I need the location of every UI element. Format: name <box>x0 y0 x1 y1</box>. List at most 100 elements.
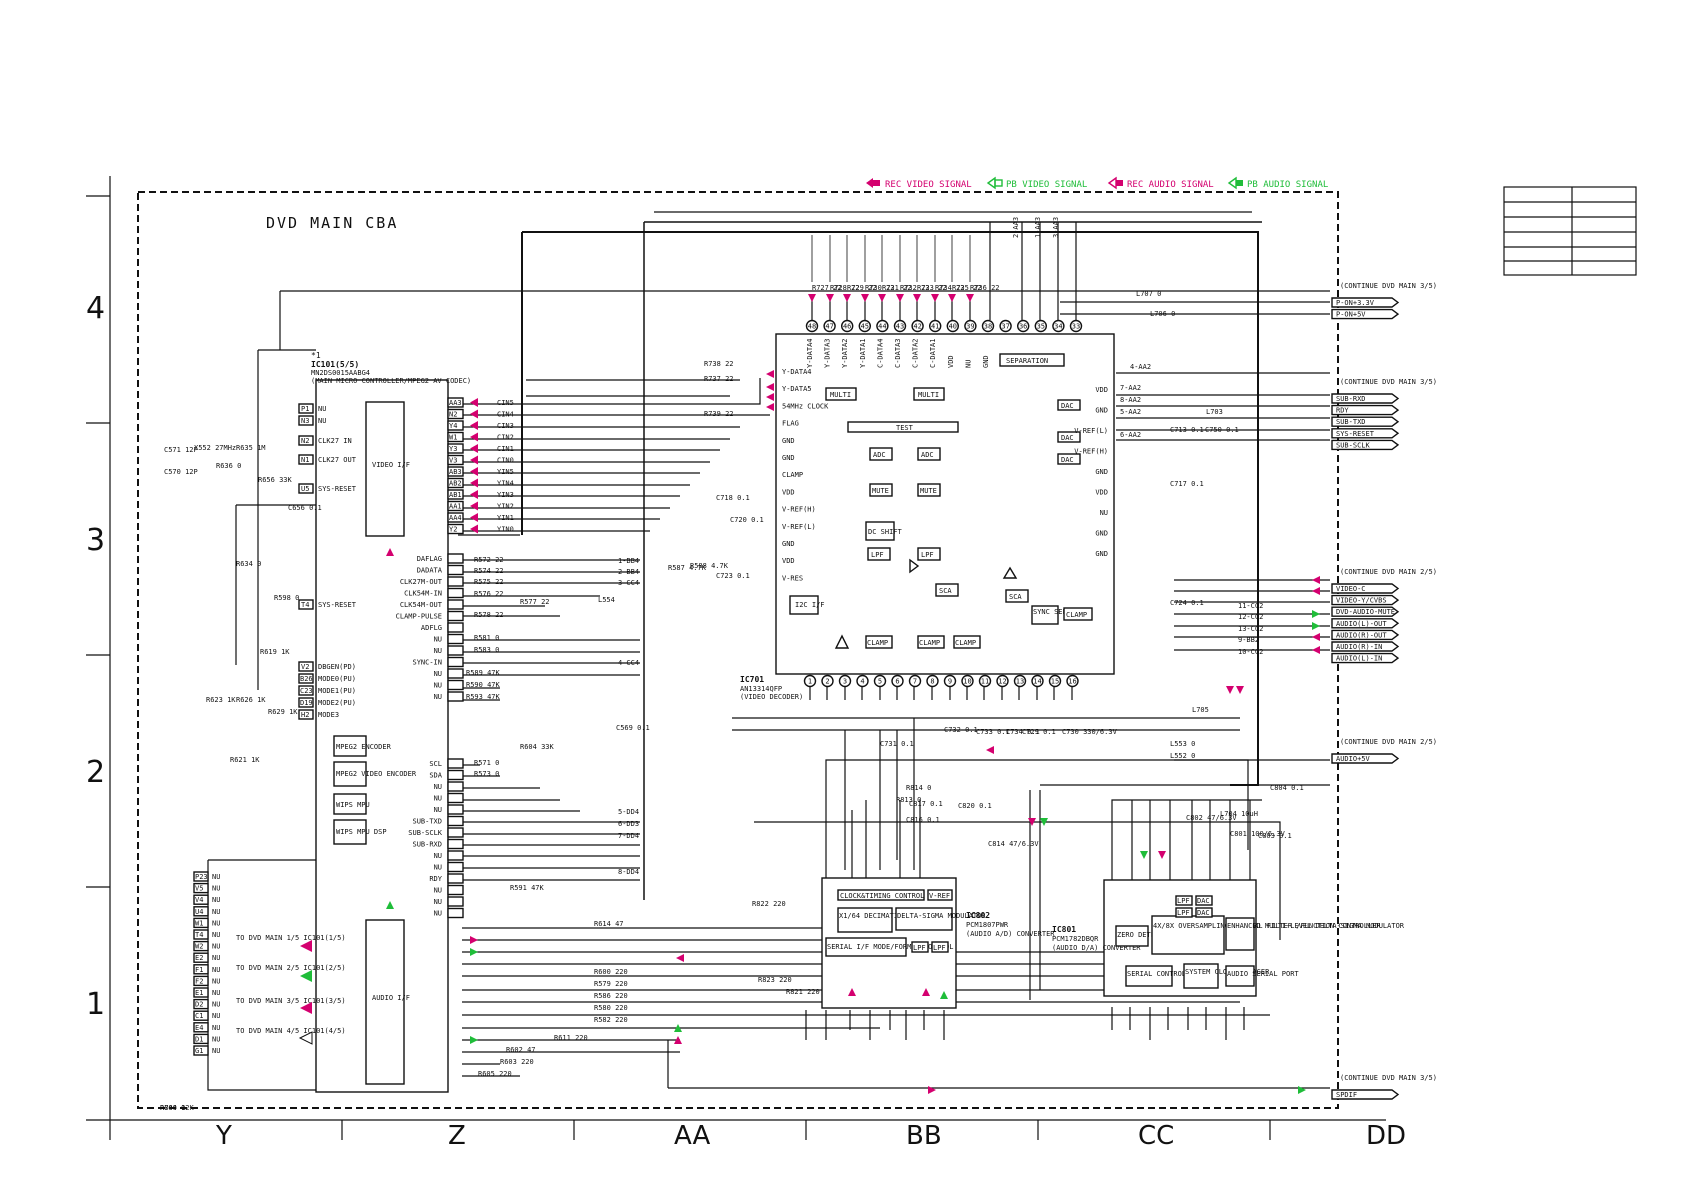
pin-d19-name: MODE2(PU) <box>318 699 356 707</box>
component-r605-220: R605 220 <box>478 1070 512 1078</box>
component-r823-220: R823 220 <box>758 976 792 984</box>
legend-rec-video: REC VIDEO SIGNAL <box>866 178 972 190</box>
nu-pin-label: NU <box>212 977 220 985</box>
ic701-bottom-pin <box>803 674 817 688</box>
right-pin-ab2: AB2 <box>449 480 462 488</box>
ic101-ref: IC101(5/5) <box>311 360 359 369</box>
component-l552-0: L552 0 <box>1170 752 1195 760</box>
sync-sepa-label: SYNC SEPA <box>1033 608 1072 616</box>
ic701-desc: (VIDEO DECODER) <box>740 693 803 701</box>
ctrl-signal-sync-in: SYNC-IN <box>412 659 442 667</box>
ic701-top-pin-36: 36 <box>1019 323 1027 331</box>
ctrl-pin-box <box>447 599 464 610</box>
ic101-part: MN2DS0015AABG4 <box>311 369 370 377</box>
nu-pin-label: NU <box>212 989 220 997</box>
component-r603-220: R603 220 <box>500 1058 534 1066</box>
component-r626-1k: R626 1K <box>236 696 266 704</box>
net-tag-5-aa2: 5-AA2 <box>1120 408 1141 416</box>
nu-pin-label: NU <box>212 885 220 893</box>
bus-pin-box <box>447 884 464 896</box>
connector-box <box>1331 641 1400 652</box>
ctrl-signal-nu: NU <box>434 647 442 655</box>
right-pin-name-yin4: YIN4 <box>497 480 514 488</box>
rec-video-arrow <box>470 490 478 499</box>
bus-signal-nu: NU <box>434 910 442 918</box>
net-tag-11-cc2: 11-CC2 <box>1238 602 1263 610</box>
ic701-left-54mhz-clock: 54MHz CLOCK <box>782 402 829 410</box>
mute-block-2 <box>917 483 941 497</box>
signal-arrow <box>1140 851 1148 859</box>
nu-pin-f1: F1 <box>195 966 203 974</box>
component-c730-330-6-3v: C730 330/6.3V <box>1062 728 1118 736</box>
nu-pin-box <box>193 917 209 929</box>
connector-box <box>1331 629 1400 641</box>
connector-sub-rxd: SUB-RXD <box>1336 395 1366 403</box>
component-r587-4-7k: R587 4.7K <box>668 564 707 572</box>
legend-pb-video: PB VIDEO SIGNAL <box>986 176 1087 190</box>
component-c724-0-1: C724 0.1 <box>1170 599 1204 607</box>
connector-group-0: (CONTINUE DVD MAIN 3/5) <box>1340 282 1437 290</box>
ic701-top-gnd: GND <box>982 355 990 368</box>
ic701-bottom-pin-10: 10 <box>963 678 971 686</box>
ctrl-pin-box <box>447 679 464 691</box>
grid-col-aa: AA <box>674 1121 711 1151</box>
net-tag-2-aa3: 2-AA3 <box>1012 217 1020 238</box>
signal-arrow <box>1158 851 1166 859</box>
lpf-label-2: LPF <box>921 551 934 559</box>
component-r611-220: R611 220 <box>554 1034 588 1042</box>
pin-c23-name: MODE1(PU) <box>318 687 356 695</box>
sync-sepa-block <box>1031 605 1059 625</box>
connector-video-c: VIDEO-C <box>1336 585 1366 593</box>
nu-pin-v5: V5 <box>195 885 203 893</box>
ic802: IC802 PCM1807PWR (AUDIO A/D) CONVERTER C… <box>821 877 1055 1009</box>
pin-n1: N1 <box>301 456 309 464</box>
adc-block-2 <box>917 447 941 461</box>
ic701-bottom-pin-1: 1 <box>808 678 812 686</box>
component-r572-22: R572 22 <box>474 556 504 564</box>
ic701-top-c-data3: C-DATA3 <box>894 338 902 368</box>
bus-pin-box <box>447 896 464 907</box>
adc-block-1 <box>869 447 893 461</box>
nu-pin-box <box>193 871 209 882</box>
nu-pin-g1: G1 <box>195 1047 203 1055</box>
component-r590-47k: R590 47K <box>466 681 501 689</box>
board-border <box>137 191 1339 1109</box>
component-r621-1k: R621 1K <box>230 756 260 764</box>
net-tag-1-bb4: 1-BB4 <box>618 557 639 565</box>
bus-pin-box <box>447 769 464 781</box>
ic701-left-vdd: VDD <box>782 488 795 496</box>
pin-v2-name: DBGEN(PD) <box>318 663 356 671</box>
to-main-4: TO DVD MAIN 4/5 IC101(4/5) <box>236 1027 346 1035</box>
ctrl-signal-daflag: DAFLAG <box>417 555 442 563</box>
ic701-right-gnd: GND <box>1095 550 1108 558</box>
component-c801-100-6-3v: C801 100/6.3V <box>1230 830 1286 838</box>
ic101-signal-labels: DAFLAGDADATACLK27M-OUTCLK54M-INCLK54M-OU… <box>396 553 464 919</box>
ic801-enhanced-label: ENHANCED MULTI-LEVEL DELTA-SIGMA MODULAT… <box>1227 922 1405 930</box>
ic701-bottom-pin-6: 6 <box>895 678 899 686</box>
lpf-label-1: LPF <box>871 551 884 559</box>
ic701-top-pin-41: 41 <box>931 323 939 331</box>
ic701-bottom-pin <box>838 674 852 688</box>
bus-signal-nu: NU <box>434 864 442 872</box>
component-r734-22: R734 22 <box>935 284 965 292</box>
ic802-lpf-label-1: LPF <box>913 944 926 952</box>
ic701-bottom-pin <box>1013 674 1027 688</box>
connector-box <box>1331 297 1400 308</box>
net-tag-2-bb4: 2-BB4 <box>618 568 639 576</box>
signal-arrow <box>766 370 774 378</box>
nu-pin-label: NU <box>212 1035 220 1043</box>
ctrl-pin-box <box>447 668 464 679</box>
component-r604-33k: R604 33K <box>520 743 555 751</box>
component-c816-0-1: C816 0.1 <box>906 816 940 824</box>
dac-label-2: DAC <box>1061 434 1074 442</box>
adc-label-2: ADC <box>921 451 934 459</box>
ic701-left-v-res: V-RES <box>782 574 803 582</box>
nu-pin-box <box>193 975 209 987</box>
multi-label-1: MULTI <box>830 391 851 399</box>
right-pin-box <box>447 489 464 500</box>
right-pin-name-yin1: YIN1 <box>497 514 514 522</box>
clamp-block-4 <box>953 635 981 649</box>
sca-block-2 <box>1005 589 1029 603</box>
ic701-top-pin-48: 48 <box>808 323 816 331</box>
